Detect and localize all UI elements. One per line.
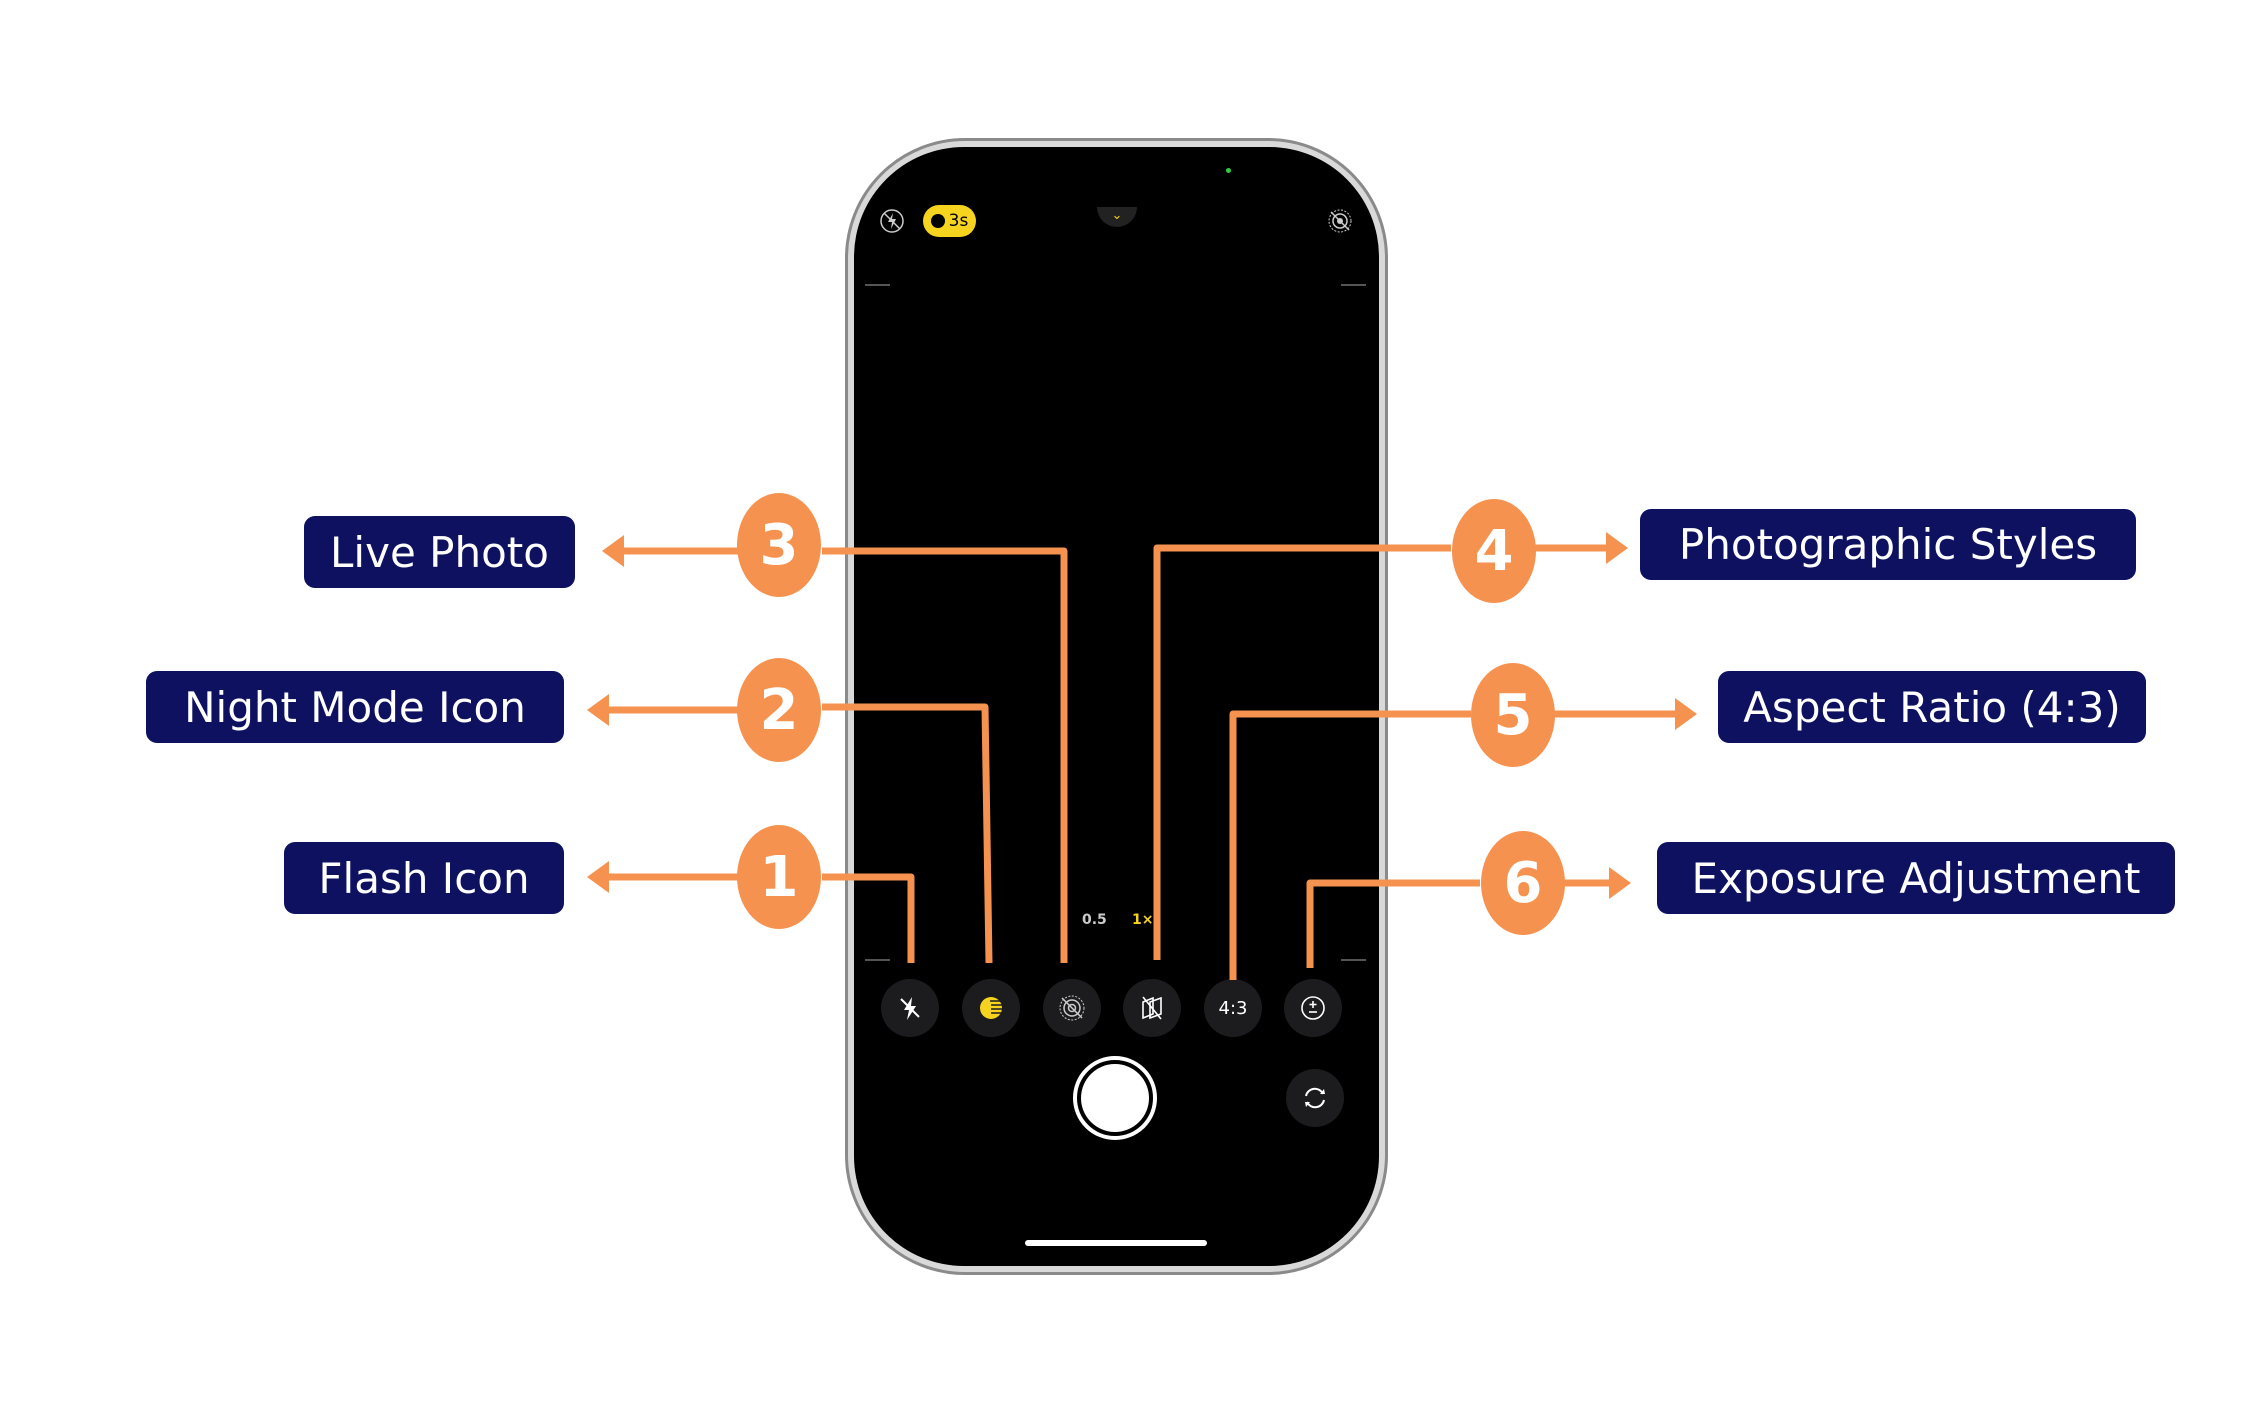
callout-number-4: 4: [1452, 499, 1536, 603]
label-aspect-ratio: Aspect Ratio (4:3): [1718, 671, 2146, 743]
frame-guide: [1341, 959, 1366, 961]
frame-guide: [865, 959, 890, 961]
camera-indicator-dot: [1226, 168, 1231, 173]
callout-number-2: 2: [737, 658, 821, 762]
exposure-button[interactable]: [1284, 979, 1342, 1037]
zoom-0.5-button[interactable]: 0.5: [1082, 912, 1107, 928]
live-photo-button[interactable]: [1043, 979, 1101, 1037]
arrowhead-6: [1609, 867, 1631, 899]
photographic-styles-button[interactable]: [1123, 979, 1181, 1037]
live-photo-off-icon-top[interactable]: [1327, 208, 1353, 238]
flash-off-icon: [900, 997, 920, 1020]
chevron-down-icon[interactable]: ⌄: [1097, 207, 1137, 227]
night-mode-button[interactable]: [962, 979, 1020, 1037]
flash-off-icon-top[interactable]: [879, 208, 905, 238]
connector-1: [822, 873, 915, 963]
label-live-photo: Live Photo: [304, 516, 575, 588]
zoom-1x-button[interactable]: 1×: [1132, 912, 1154, 928]
plus-minus-icon: [1301, 996, 1325, 1020]
moon-icon: [980, 997, 1003, 1019]
arrowhead-1: [587, 861, 609, 893]
label-exposure-adjustment: Exposure Adjustment: [1657, 842, 2175, 914]
home-indicator: [1025, 1240, 1207, 1246]
arrowhead-3: [602, 535, 624, 567]
callout-number-1: 1: [737, 825, 821, 929]
arrowhead-4: [1606, 532, 1628, 564]
callout-number-3: 3: [737, 493, 821, 597]
night-mode-pill[interactable]: 3s: [923, 205, 976, 237]
callout-number-6: 6: [1481, 831, 1565, 935]
shutter-button[interactable]: [1073, 1056, 1157, 1140]
camera-flip-icon: [1305, 1087, 1325, 1109]
styles-icon: [1142, 996, 1162, 1020]
callout-number-5: 5: [1471, 663, 1555, 767]
connector-6: [1306, 879, 1480, 968]
arrowhead-5: [1675, 698, 1697, 730]
label-photographic-styles: Photographic Styles: [1640, 509, 2136, 580]
flash-button[interactable]: [881, 979, 939, 1037]
label-night-mode-icon: Night Mode Icon: [146, 671, 564, 743]
label-flash-icon: Flash Icon: [284, 842, 564, 914]
flip-camera-button[interactable]: [1286, 1069, 1344, 1127]
connector-3: [822, 547, 1068, 963]
connector-4: [1153, 544, 1451, 960]
arrowhead-2: [587, 694, 609, 726]
frame-guide: [865, 284, 890, 286]
aspect-ratio-button[interactable]: 4:3: [1204, 979, 1262, 1037]
connector-5: [1229, 710, 1471, 980]
moon-icon: [930, 214, 945, 228]
connector-2: [822, 703, 993, 964]
frame-guide: [1341, 284, 1366, 286]
live-photo-off-icon: [1059, 995, 1085, 1021]
